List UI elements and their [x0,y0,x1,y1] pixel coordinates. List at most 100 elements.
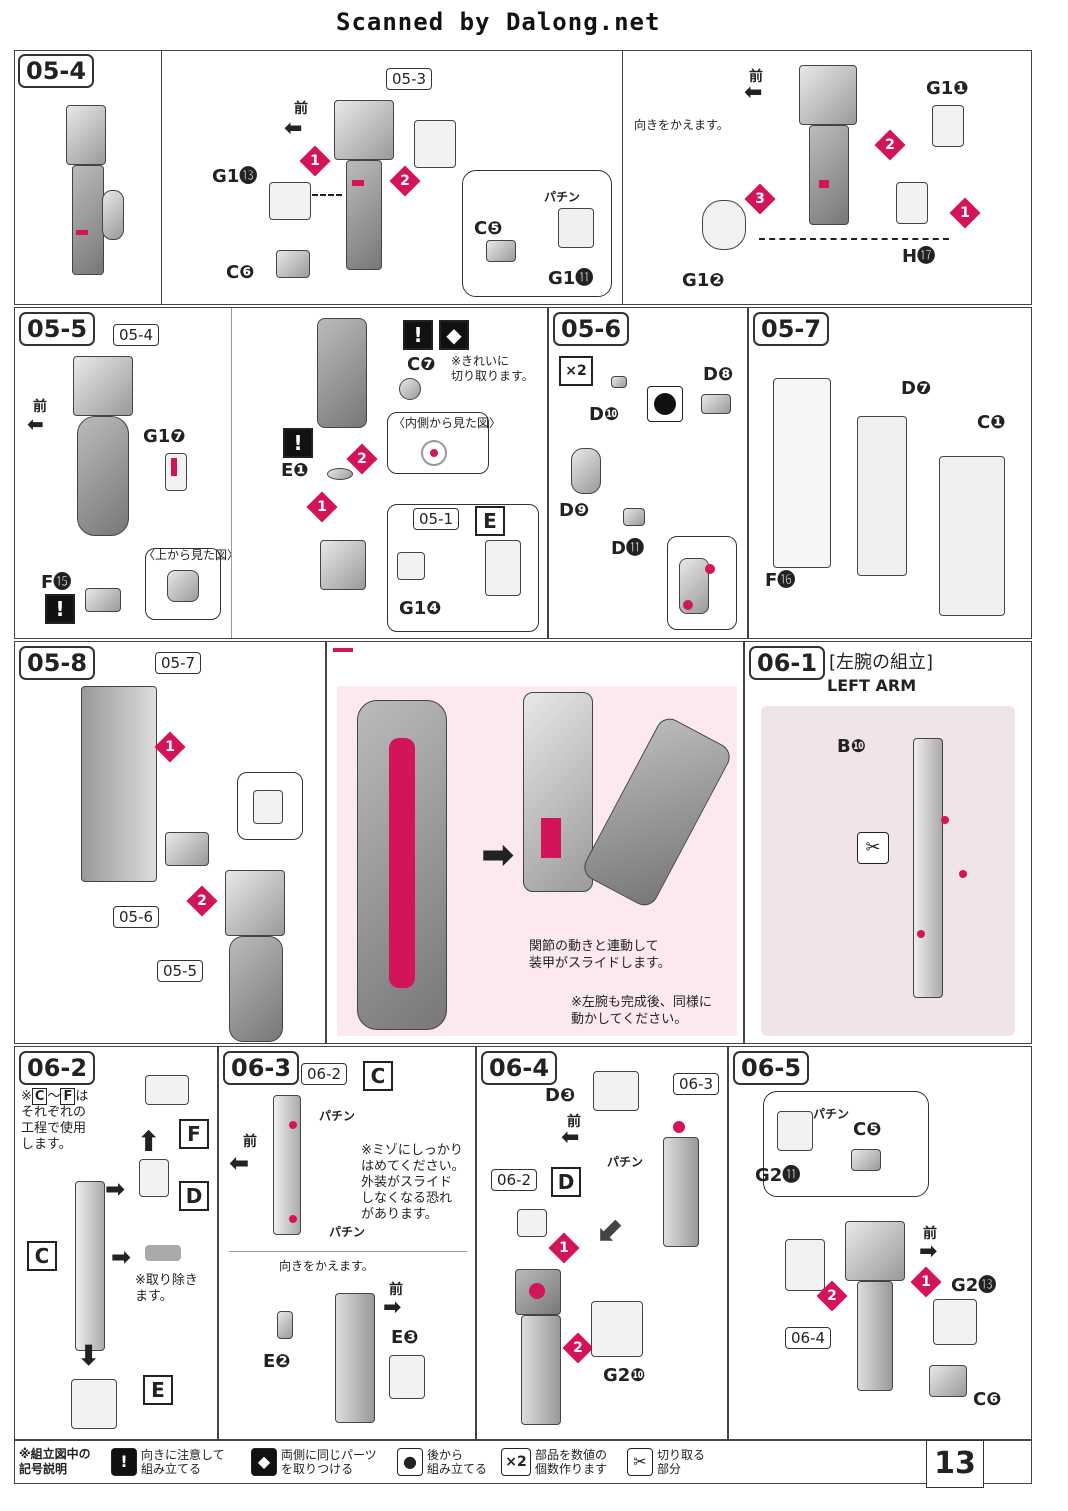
front-arrow-icon: ⬅ [284,116,303,141]
armor-plate-3d [81,686,157,882]
part-g2-11-shape [777,1111,813,1151]
step-05-6-number: 05-6 [553,312,630,346]
step-05-4-number: 05-4 [18,54,95,88]
arm-assembly [335,1293,375,1423]
step-05-7-number: 05-7 [753,312,830,346]
panel-05-6: 05-6 ×2 D❽ D❿ D❾ D⓫ [548,307,748,639]
upper-arm-block [334,100,394,160]
top-view-label: 〈上から見た図〉 [143,548,240,562]
step1-marker-d: 1 [154,731,186,763]
part-c5-shape [851,1149,881,1171]
side-armor [785,1239,825,1291]
step-06-1-number: 06-1 [749,646,826,680]
upper-joint-body [317,318,367,428]
panel-05-7: 05-7 D❼ C❶ F⓰ [748,307,1032,639]
removed-part [145,1245,181,1261]
slide-note: 関節の動きと連動して装甲がスライドします。 [529,938,671,972]
ref-05-4: 05-4 [113,324,160,346]
step1-marker: 1 [299,145,331,177]
part-d8: D❽ [703,364,734,385]
part-c6-shape [929,1365,967,1397]
gate-mark-3 [917,930,925,938]
panel-06-4: 06-4 D❸ 前 ⬅ 06-3 パチン ⬋ 06-2 D 1 2 G2❿ [476,1046,728,1440]
dash-line [312,194,342,196]
part-c7-shape [399,378,421,400]
part-g2-10-shape [591,1301,643,1357]
legend-bar: ※組立図中の記号説明 ! 向きに注意して組み立てる ◆ 両側に同じパーツを取りつ… [14,1440,1032,1484]
part-c6: C❻ [226,262,255,283]
front-label: 前 [243,1134,257,1150]
step1-marker-f: 1 [910,1266,942,1298]
part-d9-shape [571,448,601,494]
pachin-sound: パチン [813,1107,850,1121]
top-view-callout [145,548,221,620]
ball-joint-mark [673,1121,685,1133]
small-peg [611,376,627,388]
g1-7-mark [171,458,177,476]
page-number: 13 [926,1440,984,1488]
runner-e-letter: E [475,506,505,536]
step1-marker-e: 1 [548,1232,580,1264]
part-g1-13: G1⓭ [212,166,258,187]
upper-arm-body [346,160,382,270]
armor-piece-right [414,120,456,168]
turn-note: 向きをかえます。 [634,118,729,132]
part-g1-2-shape [702,200,746,250]
part-c1: C❶ [977,412,1006,433]
ref-06-3: 06-3 [673,1073,720,1095]
panel-06-3: 06-3 06-2 C 前 ⬅ パチン パチン ※ミゾにしっかりはめてください。… [218,1046,476,1440]
front-arrow-icon: ⬅ [561,1125,580,1150]
cut-legend-text: 切り取る部分 [657,1448,706,1476]
part-h17-shape [896,182,928,224]
step3-marker: 3 [744,183,776,215]
panel-05-8: 05-8 05-7 1 05-6 2 05-5 [14,641,326,1044]
part-e1-shape [327,468,353,480]
part-d-shape [517,1209,547,1237]
part-g2-13: G2⓭ [951,1275,997,1296]
cut-icon: ✂ [857,832,889,864]
ref-05-1: 05-1 [413,508,460,530]
later-legend-text: 後から組み立てる [427,1448,488,1476]
down-arrow-icon: ⬇ [77,1339,101,1372]
part-e2: E❷ [263,1351,291,1372]
inner-view-part [421,440,447,466]
caution-icon-3: ! [283,428,313,458]
panel-05-5: 05-5 05-4 前 ⬅ G1❼ F⓯ ! 〈上から見た図〉 ! ◆ C❼ ※… [14,307,548,639]
part-d7: D❼ [901,378,932,399]
panel-06-5: 06-5 パチン C❺ G2⓫ 前 ➡ 1 2 G2⓭ 06-4 C❻ [728,1046,1032,1440]
front-label: 前 [294,101,308,117]
front-label-2: 前 [389,1282,403,1298]
upper-block [845,1221,905,1281]
part-g2-11: G2⓫ [755,1165,801,1186]
arm-bent-highlight [541,818,561,858]
part-h17: H⓱ [902,246,936,267]
transition-arrow-icon: ➡ [481,832,515,878]
part-d3: D❸ [545,1085,576,1106]
front-arrow-icon-2: ⬅ [744,80,763,105]
runner-frame [761,706,1015,1036]
part-f15-shape [85,588,121,612]
step-06-3-number: 06-3 [223,1051,300,1085]
arm-thumbnail-lower [72,165,104,275]
step1-marker-c: 1 [306,491,338,523]
ref-06-4: 06-4 [785,1327,832,1349]
both-sides-legend-text: 両側に同じパーツを取りつける [281,1448,377,1476]
left-arm-title-jp: [左腕の組立] [829,652,934,673]
part-g1-1: G1❶ [926,78,969,99]
step2-marker: 2 [389,165,421,197]
front-arrow-icon-2: ➡ [383,1295,402,1320]
frame-mark-top [289,1121,297,1129]
part-d8-shape [701,394,731,414]
pachin-bottom: パチン [329,1225,366,1239]
groove-note: ※ミゾにしっかりはめてください。外装がスライドしなくなる恐れがあります。 [361,1143,465,1222]
arm-thumbnail [66,105,106,165]
step-06-5-number: 06-5 [733,1051,810,1085]
remove-note: ※取り除きます。 [135,1273,198,1304]
armor-plate [773,378,831,568]
ref-06-2: 06-2 [301,1063,348,1085]
hand-part-2 [485,540,521,596]
ref-05-5: 05-5 [157,960,204,982]
ref-06-2: 06-2 [491,1169,538,1191]
forearm-body [809,125,849,225]
part-d-shape [139,1159,169,1197]
